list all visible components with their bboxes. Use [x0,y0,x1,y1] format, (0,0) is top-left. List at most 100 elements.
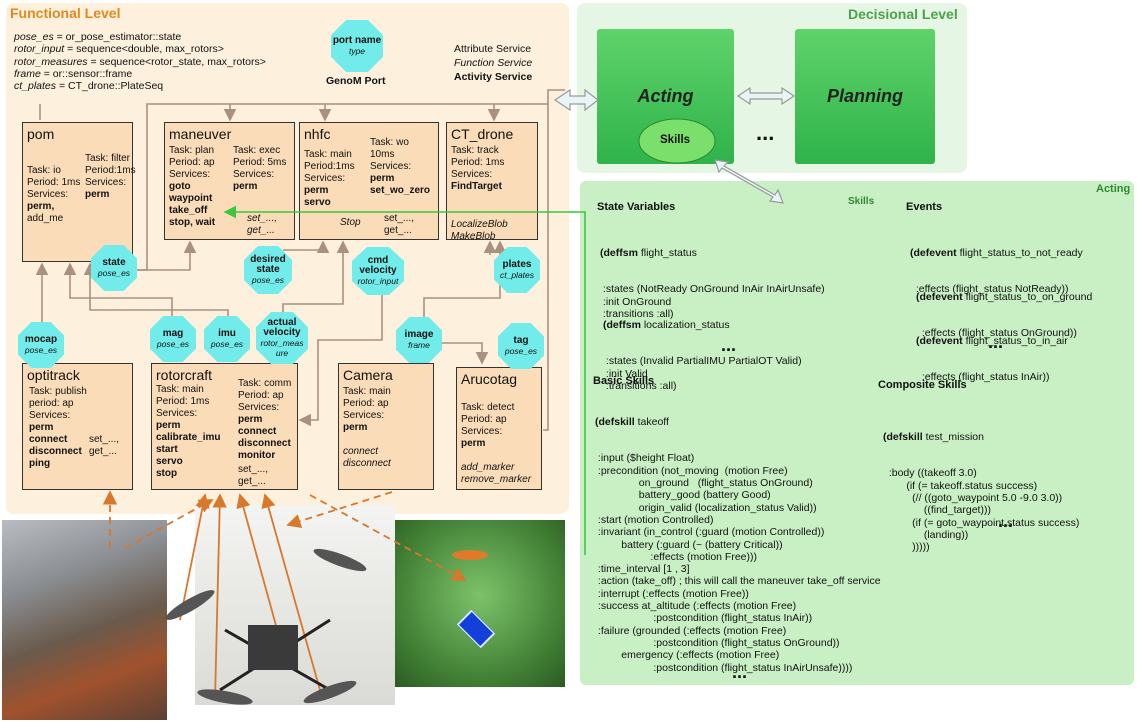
port-type: ct_plates [499,270,535,280]
legend-port-type: type [348,46,366,56]
task-info: Task: exec Period: 5ms Services: [233,145,287,180]
events-dots: ... [988,332,1004,352]
module-title: pom [27,126,55,142]
hw-rotorcraft-4 [261,493,321,691]
activity-services: perm connect disconnect monitor [238,414,291,461]
planning-box: Planning [795,29,935,164]
fsm-body: :states (NotReady OnGround InAir InAirUn… [602,283,825,321]
decisional-dots: ... [756,120,775,145]
hw-rotorcraft-2 [212,493,227,701]
composite-skills-title: Composite Skills [878,379,967,391]
double-arrow-skills [714,159,784,204]
type-def-frame: frame = or::sensor::frame [14,67,133,80]
task-info: Task: detect Period: ap Services: [461,402,515,437]
event-effects: :effects (flight_status InAir)) [916,371,1050,384]
event-not-ready: (defevent flight_status_to_not_ready :ef… [910,222,1083,308]
task-info: Task: track Period: 1ms Services: [451,145,505,180]
port-mocap: mocap pose_es [18,322,64,368]
fsm-name: localization_status [640,318,730,331]
port-desired-state: desired state pose_es [244,246,292,294]
event-effects: :effects (flight_status OnGround)) [916,327,1077,340]
port-image: image frame [396,317,442,363]
port-type: pose_es [97,268,131,278]
attribute-services: set_..., get_... [89,434,120,457]
functional-level-title: Functional Level [10,5,121,21]
defevent-keyword: (defevent [910,246,957,259]
activity-services: perm [461,438,486,449]
port-name: actual velocity [263,317,301,338]
attribute-services: set_..., get_... [238,464,269,487]
activity-services: perm [343,422,368,433]
skill-takeoff: (defskill takeoff :input ($height Float)… [595,391,881,686]
type-def-ct-plates: ct_plates = CT_drone::PlateSeq [14,80,164,93]
activity-services: perm servo [304,185,331,208]
port-mag: mag pose_es [150,316,196,362]
type-def-rotor-input: rotor_input = sequence<double, max_rotor… [14,43,224,56]
module-camera: Camera Task: main Period: ap Services: p… [338,363,434,490]
skill-name: test_mission [922,430,984,443]
module-ct-drone: CT_drone Task: track Period: 1ms Service… [446,122,538,242]
event-in-air: (defevent flight_status_to_in_air :effec… [916,310,1068,396]
port-tag: tag pose_es [498,323,544,369]
port-name: image [404,329,434,340]
port-type: rotor_meas ure [260,338,304,358]
link-cmd-rotorcraft [298,280,383,427]
task-info: Task: main Period: ap Services: [343,386,391,421]
double-arrow-acting-planning [736,86,796,106]
link-service-bus [124,89,565,277]
skills-cloud [638,118,716,164]
port-name: state [102,257,126,268]
camera-view-drone [452,550,488,560]
module-title: maneuver [169,126,232,142]
drone-rotor-1 [165,590,215,620]
decisional-level-title: Decisional Level [848,6,958,22]
module-title: Arucotag [461,371,518,387]
link-desired-nhfc [283,240,330,254]
activity-services: perm [233,181,258,192]
legend-port-octagon: port name type [331,20,383,72]
legend-activity-service: Activity Service [454,71,533,83]
drone-rotor-4 [303,680,357,704]
port-name: cmd velocity [359,255,397,276]
module-arucotag: Arucotag Task: detect Period: ap Service… [456,367,542,490]
skills-cloud-label: Skills [660,134,691,146]
port-state: state pose_es [91,245,137,291]
photo-optitrack-lab [2,520,167,720]
deffsm-keyword: (deffsm [603,318,641,331]
attribute-services: add_me [27,213,64,224]
hw-rotorcraft-dash [309,494,467,581]
fsm-flight-status: (deffsm flight_status :states (NotReady … [600,222,825,333]
module-optitrack: optitrack Task: publish period: ap Servi… [22,363,133,490]
task-info: Task: main Period: 1ms Services: [156,384,210,419]
port-type: pose_es [504,346,538,356]
port-cmd-velocity: cmd velocity rotor_input [352,247,404,295]
fsm-body: :states (Invalid PartialIMU PartialOT Va… [605,355,802,393]
port-imu: imu pose_es [204,316,250,362]
port-name: imu [218,328,236,339]
event-on-ground: (defevent flight_status_to_on_ground :ef… [916,266,1092,352]
type-def-rotor-measures: rotor_measures = sequence<rotor_state, m… [14,55,266,68]
hw-optitrack-dash [124,499,214,549]
port-type: frame [408,340,430,350]
link-tag-arucotag [543,104,549,431]
double-arrow-func-dec [553,88,599,112]
activity-services: perm, [27,201,55,212]
skill-body: :body ((takeoff 3.0) (if (= takeoff.stat… [888,467,1080,554]
module-pom: pom Task: io Period: 1ms Services: perm,… [22,122,136,262]
function-service-stop: Stop [340,217,361,228]
activity-services: FindTarget [451,181,502,192]
basic-skills-title: Basic Skills [593,375,655,387]
task-info: Task: plan Period: ap Services: [169,145,215,180]
task-info: Task: comm Period: ap Services: [238,378,292,413]
port-type: pose_es [210,339,244,349]
attribute-services: set_..., get_... [384,213,415,236]
activity-services: perm [85,189,110,200]
module-nhfc: nhfc Task: main Period:1ms Services: per… [299,122,439,240]
link-actual-nhfc [282,240,350,318]
type-definitions: pose_es = or_pose_estimator::state rotor… [14,31,266,92]
defskill-keyword: (defskill [883,430,923,443]
module-title: rotorcraft [156,367,213,383]
port-type: rotor_input [357,276,399,286]
port-name: mag [162,328,184,339]
